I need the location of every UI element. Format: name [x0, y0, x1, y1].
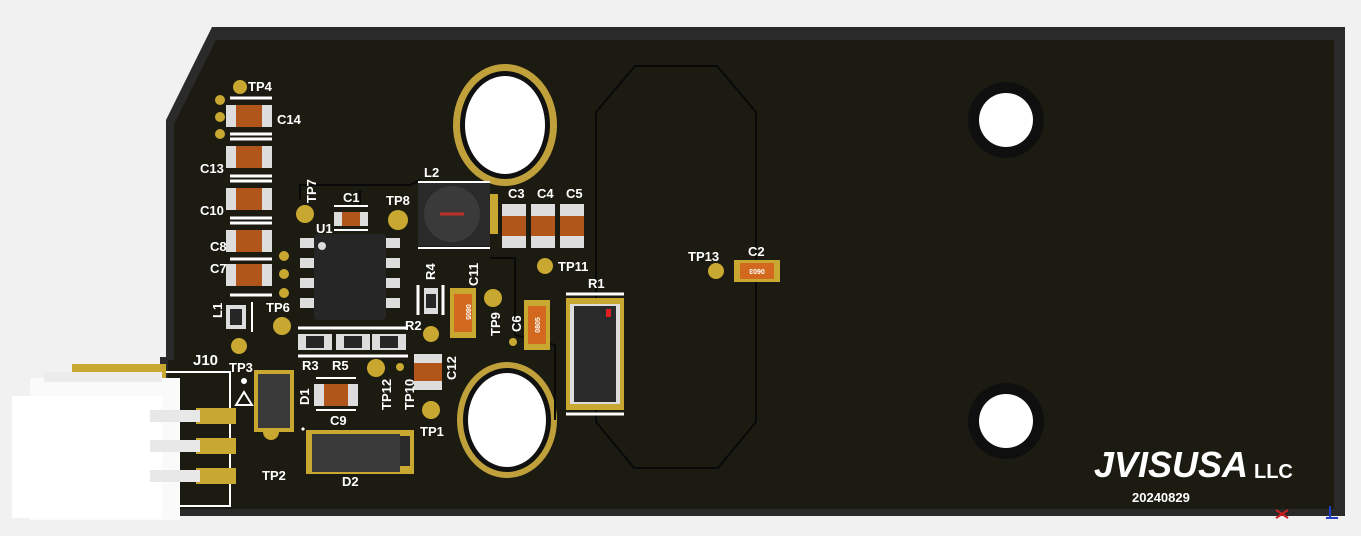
svg-text:TP13: TP13: [688, 249, 719, 264]
svg-text:0805: 0805: [535, 317, 542, 333]
svg-text:TP10: TP10: [402, 379, 417, 410]
svg-text:TP8: TP8: [386, 193, 410, 208]
svg-text:TP6: TP6: [266, 300, 290, 315]
svg-text:C12: C12: [444, 356, 459, 380]
svg-text:J10: J10: [193, 352, 218, 369]
diode-d1: [234, 370, 294, 432]
testpoints: [263, 205, 724, 440]
svg-text:R1: R1: [588, 276, 605, 291]
svg-text:R5: R5: [332, 358, 349, 373]
axis-indicator-icon: [1275, 506, 1338, 519]
svg-text:C2: C2: [748, 244, 765, 259]
svg-text:0603: 0603: [749, 267, 765, 274]
cap-c12: [414, 354, 442, 390]
cap-c6: 0805: [524, 300, 550, 350]
svg-text:0805: 0805: [464, 304, 471, 320]
mount-hole-right-top: [968, 82, 1044, 158]
cap-c9: [314, 377, 358, 411]
svg-text:C5: C5: [566, 186, 583, 201]
svg-text:C14: C14: [277, 112, 302, 127]
inductor-l1: [226, 302, 253, 354]
svg-text:TP4: TP4: [248, 79, 273, 94]
svg-text:C9: C9: [330, 413, 347, 428]
cap-c1: [334, 205, 368, 231]
ic-u1: [300, 234, 400, 320]
svg-text:TP1: TP1: [420, 424, 444, 439]
svg-text:L1: L1: [210, 303, 225, 318]
svg-text:R3: R3: [302, 358, 319, 373]
mount-hole-top: [453, 64, 557, 186]
res-r4: [416, 285, 445, 315]
connector-j10[interactable]: [12, 364, 236, 520]
svg-text:C4: C4: [537, 186, 554, 201]
svg-text:C8: C8: [210, 239, 227, 254]
svg-text:D1: D1: [297, 388, 312, 405]
svg-text:C7: C7: [210, 261, 227, 276]
mount-hole-bottom: [457, 362, 557, 478]
cap-c3-c5: [502, 204, 584, 248]
svg-text:C3: C3: [508, 186, 525, 201]
traces: [299, 179, 556, 420]
inductor-l2: [418, 181, 498, 249]
svg-text:C13: C13: [200, 161, 224, 176]
svg-text:U1: U1: [316, 221, 333, 236]
svg-text:C6: C6: [509, 315, 524, 332]
keepout-outline: [595, 65, 757, 469]
svg-text:R2: R2: [405, 318, 422, 333]
mount-hole-right-bottom: [968, 383, 1044, 459]
res-r1: [566, 292, 624, 416]
cap-c2: 0603: [734, 260, 780, 282]
svg-text:LLC: LLC: [1254, 461, 1293, 483]
svg-text:TP3: TP3: [229, 360, 253, 375]
svg-text:TP2: TP2: [262, 468, 286, 483]
svg-text:TP7: TP7: [304, 179, 319, 203]
cap-column: [215, 80, 272, 297]
svg-text:C1: C1: [343, 190, 360, 205]
svg-text:L2: L2: [424, 165, 439, 180]
svg-text:R4: R4: [423, 263, 438, 280]
svg-text:C11: C11: [466, 263, 481, 286]
svg-text:D2: D2: [342, 474, 359, 489]
res-row: [298, 326, 408, 358]
svg-text:TP9: TP9: [488, 312, 503, 336]
brand-logo: JVISUSA LLC 20240829: [1094, 444, 1293, 505]
svg-text:C10: C10: [200, 203, 224, 218]
svg-text:TP12: TP12: [379, 379, 394, 410]
diode-d2: [300, 426, 414, 474]
silkscreen-labels: TP4 C14 C13 C10 C8 C7 L1 TP6 TP7 C1 TP8 …: [193, 79, 765, 489]
svg-text:20240829: 20240829: [1132, 490, 1190, 505]
svg-text:TP11: TP11: [558, 259, 588, 274]
svg-text:JVISUSA: JVISUSA: [1094, 444, 1248, 485]
cap-c11: 0805: [450, 288, 476, 338]
